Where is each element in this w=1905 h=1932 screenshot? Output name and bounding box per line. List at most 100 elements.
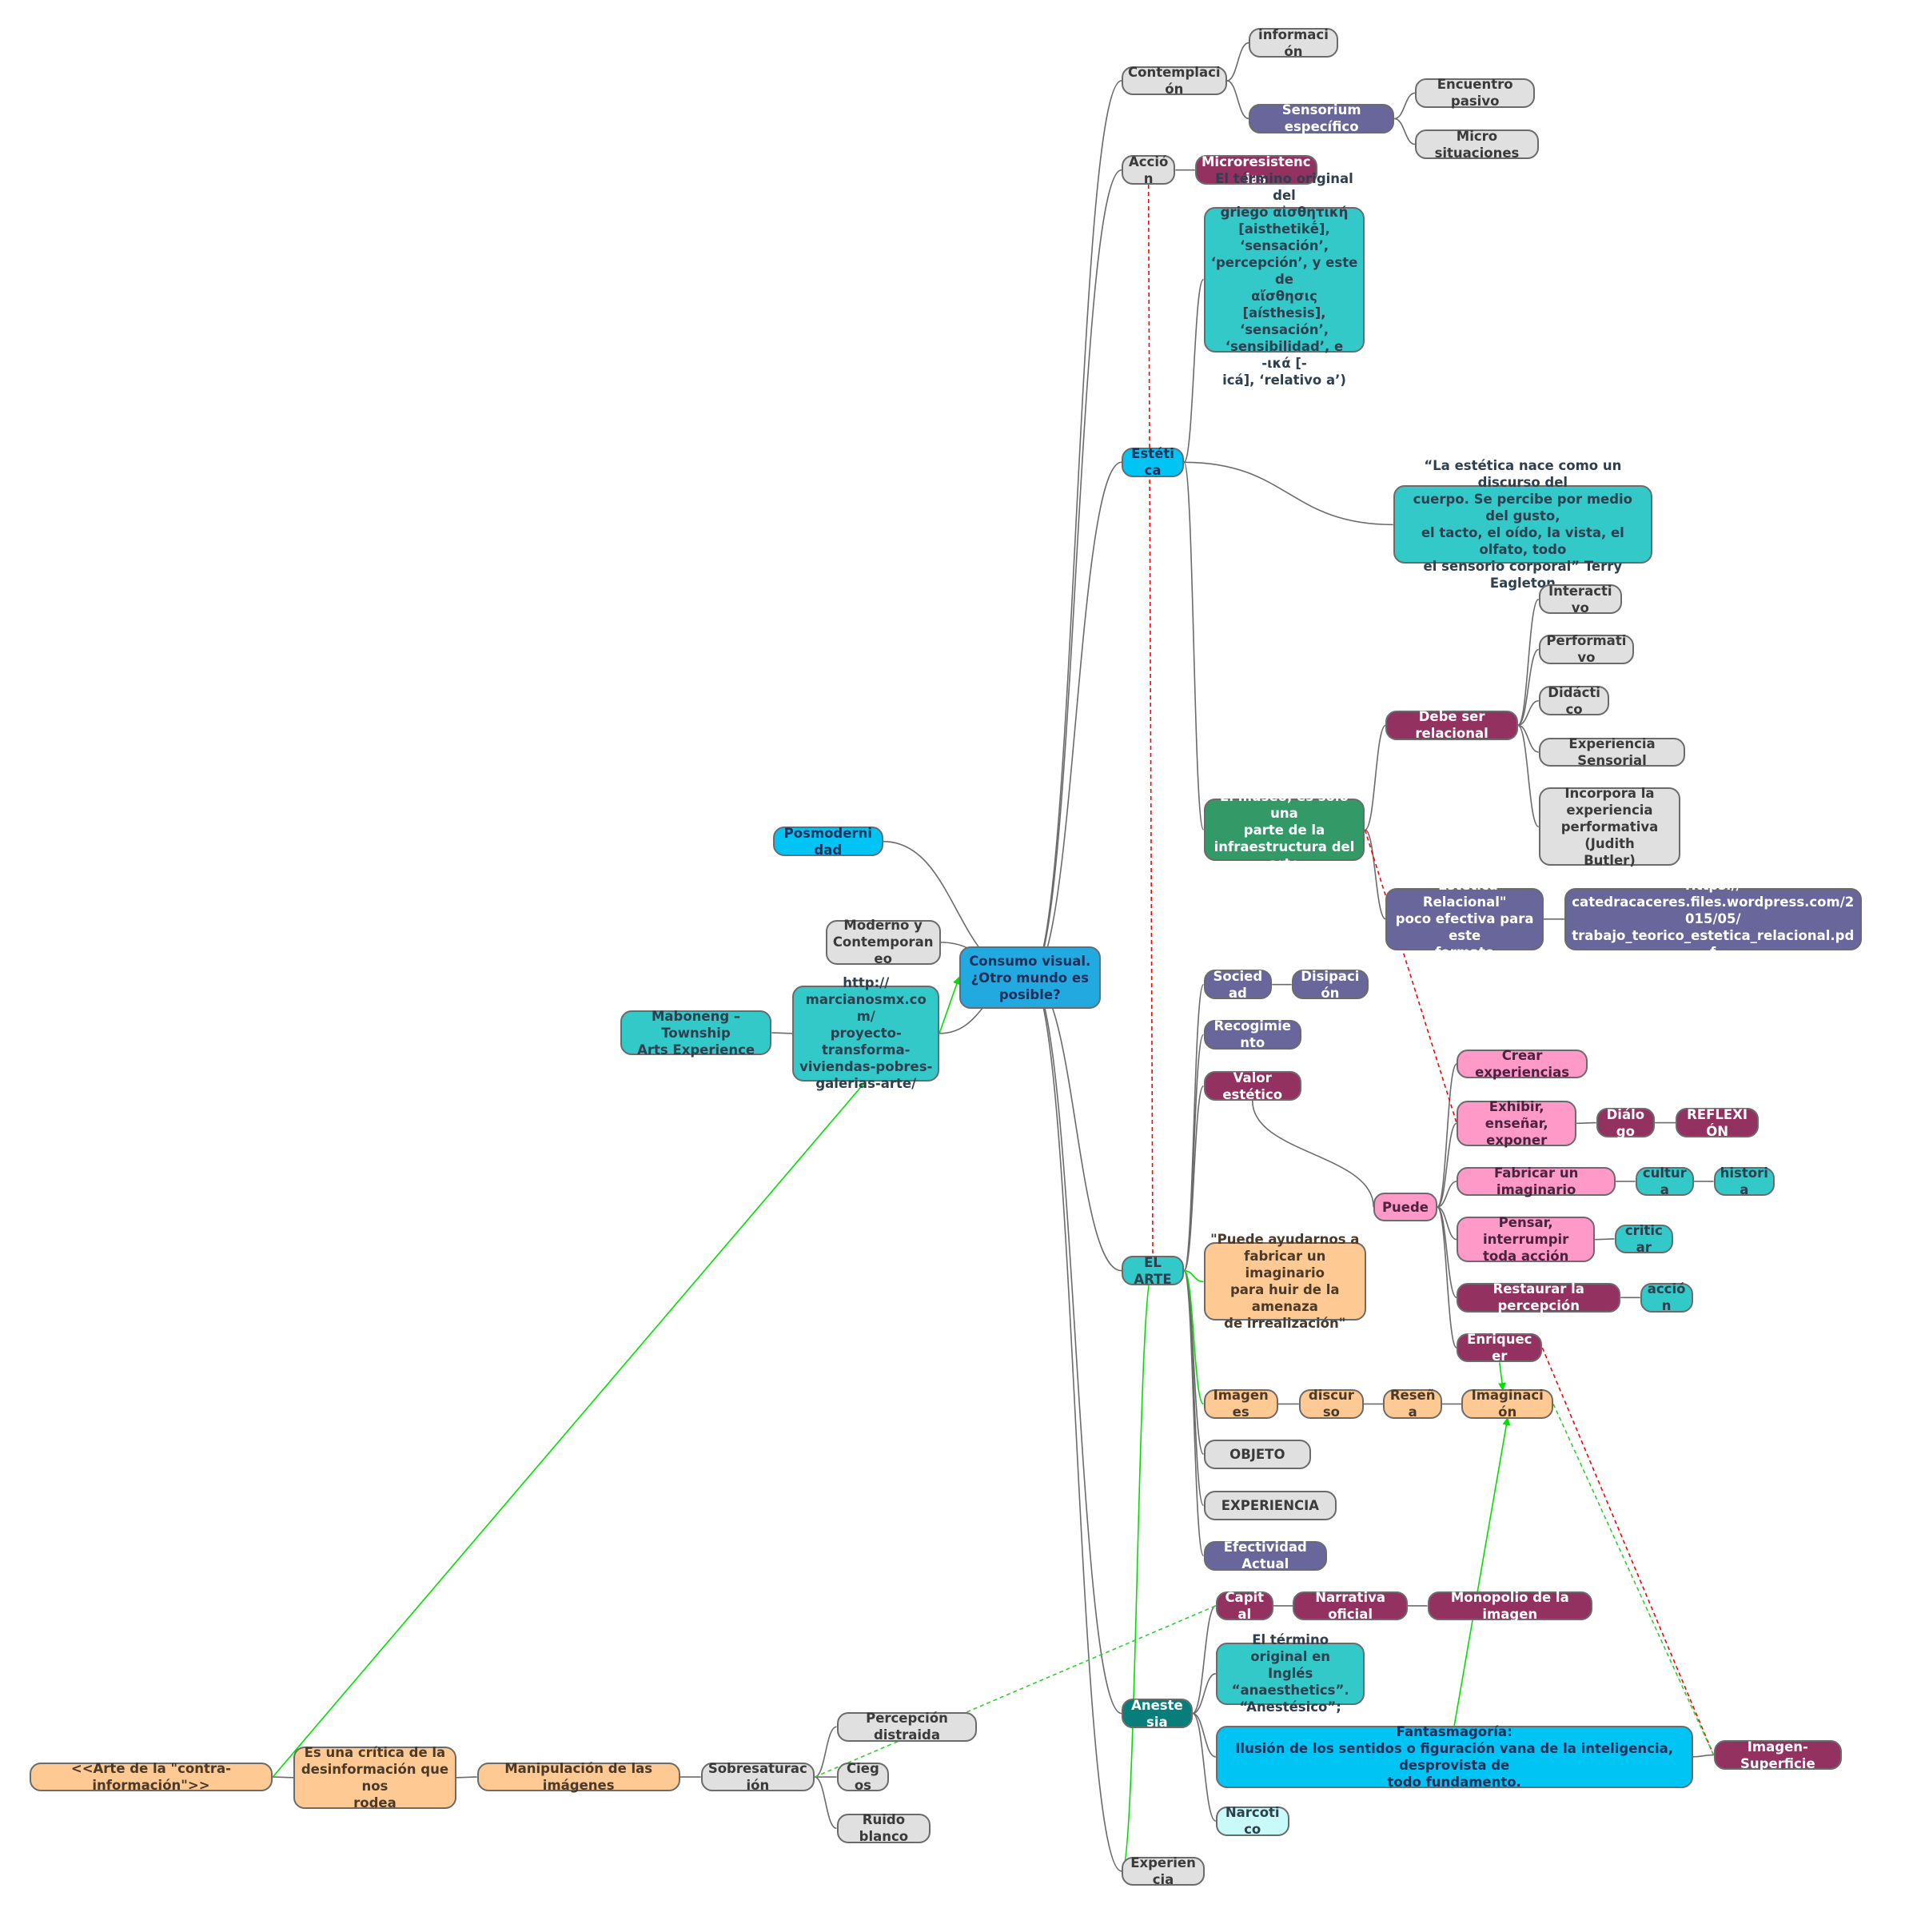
node-eagleton-quote: “La estética nace como un discurso del c… [1393, 458, 1653, 591]
edge-arte-ayudarnos [1183, 1269, 1204, 1283]
edge-museo-exhibir-dashed [1364, 829, 1457, 1124]
edge-n-exhibir-n-dialogo [1576, 1121, 1596, 1125]
node-maboneng: Maboneng – Township Arts Experience [620, 1009, 772, 1058]
node-accion-min: acción [1640, 1281, 1693, 1313]
node-sensorium: Sensorium específico [1249, 102, 1395, 134]
edge-n-relacional-n-interactivo [1516, 598, 1540, 727]
edge-enriquecer-imgsup-dashed [1541, 1347, 1715, 1755]
node-termino-griego: El término original del griego αἰσθητική… [1203, 171, 1365, 388]
edge-n-relacional-n-performativo [1517, 648, 1540, 727]
edge-n-critica-n-manip [456, 1776, 477, 1779]
edge-n-arte-n-recogimiento [1183, 1034, 1205, 1272]
node-reflexion: REFLEXIÓN [1676, 1107, 1760, 1139]
edge-n-puede-n-exhibir [1437, 1122, 1457, 1208]
edge-imaginacion-imgsup-dashed [1552, 1404, 1715, 1755]
node-anestesia: Anestesia [1122, 1698, 1193, 1730]
node-fabricar-imaginario: Fabricar un imaginario [1457, 1165, 1616, 1197]
node-ruido-blanco: Ruido blanco [836, 1812, 931, 1844]
node-puede-ayudarnos: "Puede ayudarnos a fabricar un imaginari… [1203, 1232, 1366, 1331]
node-butler: Incorpora la experiencia performativa (J… [1538, 786, 1681, 868]
edge-n-sensorium-n-encuentro [1393, 92, 1416, 120]
node-contemplacion: Contemplación [1122, 65, 1227, 97]
edge-root-n-arte [1030, 977, 1122, 1272]
edge-n-contra-n-critica [273, 1776, 294, 1779]
node-resena: Reseña [1383, 1388, 1442, 1420]
node-encuentro-pasivo: Encuentro pasivo [1415, 77, 1536, 109]
edge-n-museo-n-estrel [1365, 829, 1386, 920]
node-crear-experiencias: Crear experiencias [1457, 1048, 1588, 1080]
edge-root-n-anestesia [1030, 977, 1122, 1715]
edge-enriquecer-imaginacion [1498, 1362, 1506, 1392]
node-fantasmagoria: Fantasmagoría: Ilusión de los sentidos o… [1215, 1724, 1693, 1790]
edge-n-museo-n-relacional [1364, 724, 1387, 831]
edge-n-pensar-n-criticar [1595, 1238, 1615, 1241]
edge-n-estetica-n-griego [1183, 278, 1205, 464]
edge-n-arte-n-valor [1183, 1085, 1205, 1272]
node-imagen-superficie: Imagen-Superficie [1713, 1739, 1843, 1771]
node-narrativa-oficial: Narrativa oficial [1293, 1590, 1409, 1622]
node-didactico: Didáctico [1538, 685, 1610, 717]
node-performativo: Performativo [1538, 633, 1635, 665]
node-enriquecer: Enriquecer [1457, 1332, 1543, 1364]
edge-n-relacional-n-butler [1516, 724, 1540, 828]
node-estetica-relacional: "Estética Relacional" poco efectiva para… [1385, 878, 1544, 960]
node-microresistencias: Microresistencias [1194, 154, 1317, 186]
node-pensar: Pensar, interrumpir toda acción [1457, 1215, 1596, 1264]
edge-arte-imagenes [1183, 1269, 1205, 1405]
edge-n-anestesia-n-ingles [1192, 1673, 1217, 1715]
node-valor-estetico: Valor estético [1203, 1070, 1301, 1102]
edge-n-puede-n-crear [1436, 1063, 1457, 1208]
node-accion: Acción [1122, 154, 1176, 186]
edge-n-anestesia-n-fantas [1192, 1712, 1217, 1758]
node-informacion: información [1249, 27, 1338, 59]
node-efectividad-actual: Efectividad Actual [1203, 1540, 1328, 1571]
node-historia: historia [1713, 1165, 1775, 1197]
node-disipacion: Disipación [1291, 969, 1369, 1001]
node-interactivo: Interactivo [1538, 584, 1622, 615]
node-manipulacion-imagenes: Manipulación de las imágenes [476, 1761, 680, 1793]
node-exhibir: Exhibir, enseñar, exponer [1457, 1099, 1577, 1148]
edge-n-puede-n-enriquecer [1436, 1206, 1457, 1348]
edge-n-estetica-n-eagleton [1184, 461, 1393, 526]
edge-fantas-imaginacion [1453, 1416, 1511, 1726]
node-recogimiento: Recogimiento [1203, 1018, 1301, 1050]
node-museo: El museo, es solo una parte de la infrae… [1203, 789, 1365, 871]
node-imagenes: Imagenes [1203, 1388, 1278, 1420]
edge-n-relacional-n-expsens [1517, 724, 1539, 753]
edge-n-sobres-n-ruido [814, 1776, 837, 1830]
node-capital: Capital [1215, 1590, 1273, 1622]
node-sociedad: Sociedad [1203, 969, 1273, 1001]
node-termino-ingles: El término original en Inglés “anaesthet… [1215, 1632, 1365, 1715]
edge-n-anestesia-n-capital [1192, 1605, 1217, 1715]
node-ciegos: Ciegos [836, 1761, 890, 1793]
edge-n-arte-n-expcaps [1183, 1269, 1205, 1507]
edge-accion-arte-dashed [1147, 185, 1154, 1257]
edge-marcianos-maboneng [771, 1032, 793, 1034]
node-objeto: OBJETO [1203, 1439, 1312, 1469]
node-contra-informacion: <<Arte de la "contra-información">> [29, 1761, 273, 1793]
node-root: Consumo visual. ¿Otro mundo es posible? [958, 946, 1101, 1010]
edge-arte-experiencia [1121, 1269, 1154, 1872]
node-estetica: Estética [1122, 446, 1185, 478]
node-percepcion-distraida: Percepción distraida [836, 1711, 978, 1743]
edge-n-fantas-n-imgsup [1692, 1754, 1714, 1758]
node-experiencia-caps: EXPERIENCIA [1203, 1491, 1337, 1520]
node-url-catedra: Https:// catedracaceres.files.wordpress.… [1564, 878, 1862, 960]
edge-n-arte-n-sociedad [1183, 983, 1205, 1272]
edge-root-n-accion [1030, 169, 1122, 979]
edge-n-puede-n-fabricar [1437, 1181, 1457, 1208]
node-critica-desinformacion: Es una crítica de la desinformación que … [293, 1745, 456, 1811]
node-url-marcianos: http:// marcianosmx.com/ proyecto-transf… [792, 975, 940, 1091]
node-experiencia-sensorial: Experiencia Sensorial [1538, 736, 1686, 768]
edge-root-n-contemplacion [1030, 80, 1122, 979]
edge-contra-marcianos [272, 1081, 867, 1778]
node-moderno-contemporaneo: Moderno y Contemporaneo [825, 918, 941, 966]
edge-n-anestesia-n-narcotico [1192, 1712, 1217, 1822]
edge-valor-puede [1251, 1100, 1374, 1208]
edge-sobres-capital-dashed [814, 1605, 1217, 1778]
edge-n-estetica-n-museo [1183, 461, 1205, 831]
node-criticar: criticar [1614, 1223, 1674, 1255]
node-cultura: cultura [1635, 1165, 1695, 1197]
